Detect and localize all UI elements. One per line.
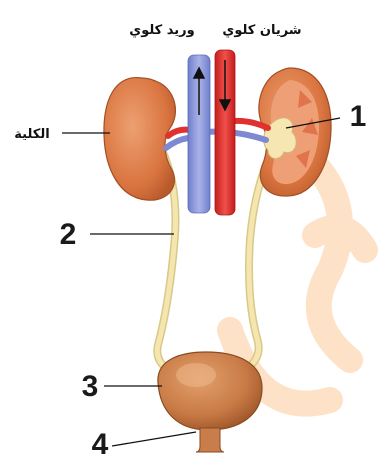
flow-arrows xyxy=(194,60,230,115)
renal-vein-label: وريد كلوي xyxy=(129,23,194,38)
kidney-label: الكلية xyxy=(14,127,49,142)
left-kidney xyxy=(104,78,176,201)
renal-artery-label: شريان كلوي xyxy=(222,23,301,38)
bladder xyxy=(158,352,262,430)
label-number-3: 3 xyxy=(82,370,99,403)
label-number-1: 1 xyxy=(350,100,367,133)
label-number-2: 2 xyxy=(60,218,77,251)
label-number-4: 4 xyxy=(92,428,109,461)
urethra xyxy=(196,428,224,452)
